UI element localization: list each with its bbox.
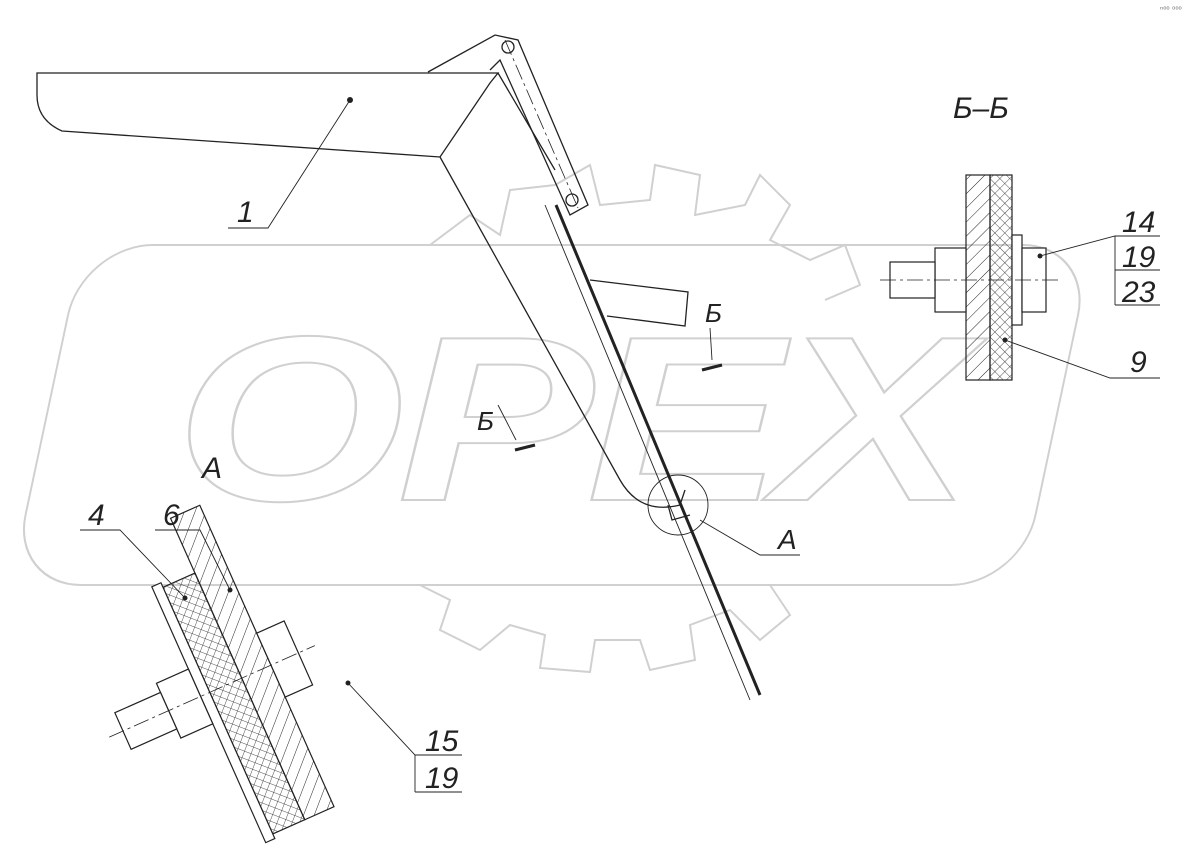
lever-body [439, 72, 686, 508]
section-mark-letter-right: Б [705, 298, 722, 328]
lever-assembly [36, 34, 800, 701]
leader-line-6 [155, 529, 231, 591]
detail-callout-a: А [776, 524, 797, 555]
view-a [109, 504, 335, 844]
callout-6: 6 [163, 499, 180, 532]
plate-hatched [965, 174, 991, 381]
section-marks [497, 327, 723, 452]
section-arrow-left-icon [497, 404, 517, 441]
view-label-a: А [200, 452, 222, 485]
section-mark-left [514, 443, 536, 452]
callout-19-right: 19 [1122, 241, 1156, 274]
pivot-hole-bottom-icon [565, 193, 579, 207]
leader-line-a [699, 519, 800, 556]
view-a-leaders [80, 529, 462, 793]
corner-mark: ⁿ⁰⁰ ⁰⁰⁰ [1160, 5, 1182, 14]
bracket-plate [427, 34, 589, 216]
section-bb-view [880, 174, 1160, 381]
watermark: OPEX [22, 163, 1081, 674]
labels: Б–Б А А Б Б 1 4 6 9 14 19 23 15 19 ⁿ⁰⁰ ⁰… [88, 5, 1182, 795]
callout-19-left: 19 [425, 762, 459, 795]
callout-15: 15 [425, 725, 459, 758]
detail-bracket [667, 504, 691, 521]
detail-circle-a-icon [647, 474, 709, 536]
section-mark-letter-left: Б [477, 406, 494, 436]
pivot-hole-top-icon [501, 40, 515, 54]
callout-14: 14 [1122, 206, 1155, 239]
section-title: Б–Б [953, 92, 1009, 125]
leader-line-1 [228, 99, 351, 229]
pad-crosshatch [989, 174, 1013, 381]
section-arrow-right-icon [709, 327, 713, 361]
leader-line-9 [1004, 339, 1160, 379]
side-tab [589, 279, 689, 327]
callout-9: 9 [1130, 346, 1147, 379]
section-mark-right [701, 363, 723, 372]
watermark-frame [22, 244, 1081, 586]
watermark-gear-bottom-icon [419, 584, 792, 674]
rod-edge [544, 204, 751, 701]
watermark-text: OPEX [175, 287, 988, 550]
watermark-gear-icon [429, 163, 862, 301]
callout-23: 23 [1121, 276, 1156, 309]
bolt-a-axis [109, 645, 315, 738]
callout-1: 1 [237, 196, 254, 229]
rod [554, 204, 762, 696]
bracket-axis [504, 39, 579, 209]
leader-line-4 [80, 529, 186, 599]
callout-4: 4 [88, 499, 105, 532]
lever-arm [36, 72, 500, 158]
